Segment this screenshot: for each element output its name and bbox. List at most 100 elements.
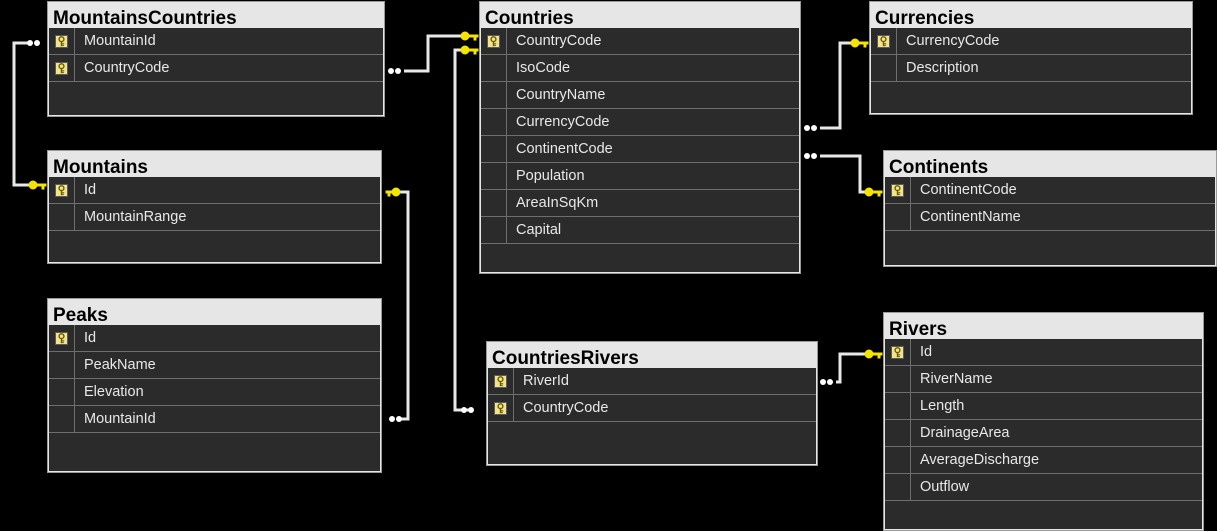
column-row[interactable]: ContinentCode [885, 177, 1215, 204]
row-selector[interactable] [481, 55, 507, 81]
column-row[interactable]: MountainId [49, 406, 380, 433]
column-name: Id [84, 330, 97, 346]
relationship-line [453, 48, 470, 412]
column-row[interactable]: ContinentCode [481, 136, 799, 163]
key-icon [55, 331, 68, 345]
column-row[interactable]: CountryCode [488, 395, 816, 422]
row-selector[interactable] [49, 352, 75, 378]
row-selector[interactable] [49, 177, 75, 203]
column-row[interactable]: Id [885, 339, 1202, 366]
column-row[interactable]: CountryName [481, 82, 799, 109]
row-selector[interactable] [885, 366, 911, 392]
column-row[interactable]: DrainageArea [885, 420, 1202, 447]
column-row[interactable]: IsoCode [481, 55, 799, 82]
row-selector[interactable] [481, 190, 507, 216]
column-row[interactable]: Outflow [885, 474, 1202, 501]
row-selector[interactable] [885, 474, 911, 500]
column-name: MountainId [84, 411, 156, 427]
column-row[interactable]: CurrencyCode [481, 109, 799, 136]
row-selector[interactable] [885, 177, 911, 203]
relationship-line [404, 34, 462, 73]
column-row[interactable]: Capital [481, 217, 799, 244]
column-name: IsoCode [516, 60, 571, 76]
infinity-end-icon [27, 40, 40, 46]
table-title: MountainsCountries [53, 8, 237, 29]
row-selector[interactable] [885, 420, 911, 446]
row-selector[interactable] [49, 406, 75, 432]
column-name: Outflow [920, 479, 970, 495]
row-selector[interactable] [481, 163, 507, 189]
row-selector[interactable] [49, 379, 75, 405]
key-icon [55, 34, 68, 48]
column-name: ContinentCode [516, 141, 613, 157]
row-selector[interactable] [49, 204, 75, 230]
column-row[interactable]: AreaInSqKm [481, 190, 799, 217]
row-selector[interactable] [488, 395, 514, 421]
column-row[interactable]: MountainId [49, 28, 383, 55]
column-name: Elevation [84, 384, 144, 400]
key-icon [487, 34, 500, 48]
column-name: MountainId [84, 33, 156, 49]
row-selector[interactable] [481, 28, 507, 54]
row-selector[interactable] [49, 325, 75, 351]
column-row[interactable]: Id [49, 325, 380, 352]
column-row[interactable]: Description [871, 55, 1191, 82]
column-row[interactable]: CurrencyCode [871, 28, 1191, 55]
column-row[interactable]: CountryCode [481, 28, 799, 55]
row-selector[interactable] [481, 82, 507, 108]
row-selector[interactable] [481, 109, 507, 135]
column-row[interactable]: ContinentName [885, 204, 1215, 231]
key-end-icon [864, 349, 883, 359]
column-name: Id [84, 182, 97, 198]
column-row[interactable]: Elevation [49, 379, 380, 406]
infinity-end-icon [804, 125, 817, 131]
column-row[interactable]: Length [885, 393, 1202, 420]
row-selector[interactable] [481, 136, 507, 162]
column-row[interactable]: Id [49, 177, 380, 204]
key-end-icon [28, 180, 47, 190]
row-selector[interactable] [871, 55, 897, 81]
column-row[interactable]: MountainRange [49, 204, 380, 231]
row-selector[interactable] [481, 217, 507, 243]
column-row[interactable]: Population [481, 163, 799, 190]
infinity-end-icon [804, 153, 817, 159]
column-name: Length [920, 398, 965, 414]
row-selector[interactable] [488, 368, 514, 394]
row-selector[interactable] [49, 28, 75, 54]
row-selector[interactable] [885, 339, 911, 365]
row-selector[interactable] [885, 447, 911, 473]
key-icon [877, 34, 890, 48]
column-row[interactable]: RiverName [885, 366, 1202, 393]
column-row[interactable]: PeakName [49, 352, 380, 379]
row-selector[interactable] [885, 393, 911, 419]
table-title: Mountains [53, 157, 148, 178]
column-name: AreaInSqKm [516, 195, 599, 211]
key-icon [55, 61, 68, 75]
column-name: CountryName [516, 87, 606, 103]
row-selector[interactable] [885, 204, 911, 230]
column-row[interactable]: AverageDischarge [885, 447, 1202, 474]
column-row[interactable]: CountryCode [49, 55, 383, 82]
row-selector[interactable] [871, 28, 897, 54]
column-name: AverageDischarge [920, 452, 1040, 468]
relationship-line [820, 154, 866, 194]
row-selector[interactable] [49, 55, 75, 81]
column-name: PeakName [84, 357, 156, 373]
column-row[interactable]: RiverId [488, 368, 816, 395]
key-icon [891, 345, 904, 359]
column-name: Population [516, 168, 585, 184]
column-name: CurrencyCode [906, 33, 1000, 49]
